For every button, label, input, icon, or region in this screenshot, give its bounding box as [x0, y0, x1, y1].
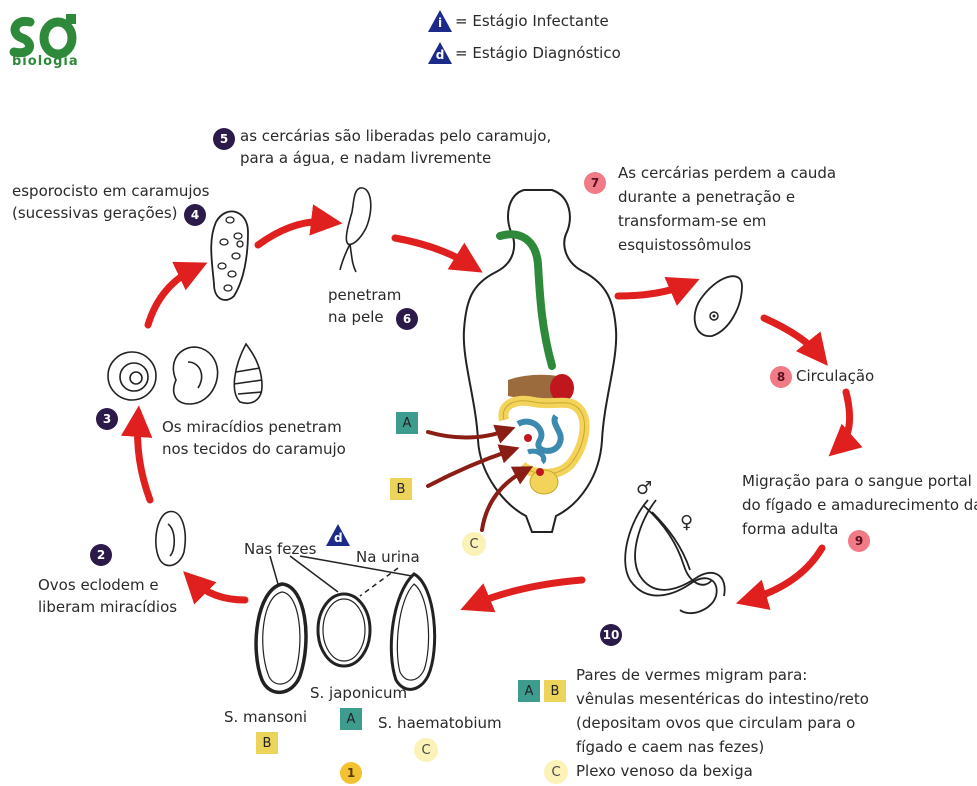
step-6-badge: 6	[396, 308, 418, 330]
male-symbol: ♂	[636, 478, 652, 500]
footnote-marker-b: B	[544, 680, 566, 702]
step-3-text-line2: nos tecidos do caramujo	[162, 438, 346, 460]
step-9-text-line1: Migração para o sangue portal	[742, 470, 972, 492]
step-4-badge: 4	[184, 204, 206, 226]
label-urine: Na urina	[356, 546, 420, 568]
step-8-text: Circulação	[796, 365, 874, 387]
step-7-badge: 7	[584, 172, 606, 194]
step-4-text-line2: (sucessivas gerações)	[12, 202, 178, 224]
step-7-text-line1: As cercárias perdem a cauda	[618, 162, 836, 184]
sporocyst-icon	[211, 211, 248, 300]
step-5-badge: 5	[213, 128, 235, 150]
footnote-line2: vênulas mesentéricas do intestino/reto	[576, 688, 869, 710]
step-4-text-line1: esporocisto em caramujos	[12, 180, 210, 202]
human-body	[464, 190, 616, 532]
step-2-text-line1: Ovos eclodem e	[38, 574, 159, 596]
infectant-symbol: i	[434, 12, 446, 34]
marker-b: B	[390, 478, 412, 500]
legend-diagnostic: = Estágio Diagnóstico	[455, 42, 621, 64]
step-7-text-line4: esquistossômulos	[618, 234, 751, 256]
legend-infectant: = Estágio Infectante	[455, 10, 609, 32]
marker-a: A	[396, 412, 418, 434]
miracidium-icon	[156, 512, 185, 566]
eggs-illustration	[256, 574, 435, 692]
step-3-badge: 3	[96, 408, 118, 430]
japonicum-marker-a: A	[340, 708, 362, 730]
footnote-line5: Plexo venoso da bexiga	[576, 760, 753, 782]
diagnostic-symbol: d	[434, 44, 446, 66]
step-2-text-line2: liberam miracídios	[38, 596, 177, 618]
step-9-badge: 9	[848, 530, 870, 552]
step-2-badge: 2	[90, 544, 112, 566]
step-5-text-line1: as cercárias são liberadas pelo caramujo…	[240, 125, 551, 147]
diagnostic-stage-symbol: d	[334, 527, 342, 549]
haematobium-marker-c: C	[414, 738, 438, 762]
label-feces: Nas fezes	[244, 538, 316, 560]
step-6-text-line2: na pele	[328, 306, 384, 328]
step-9-text-line2: do fígado e amadurecimento da	[742, 494, 977, 516]
logo-icon	[14, 14, 76, 54]
step-5-text-line2: para a água, e nadam livremente	[240, 147, 491, 169]
footnote-line1: Pares de vermes migram para:	[576, 664, 807, 686]
footnote-marker-c: C	[544, 760, 568, 784]
mansoni-marker-b: B	[256, 732, 278, 754]
label-japonicum: S. japonicum	[310, 682, 407, 704]
step-9-text-line3: forma adulta	[742, 518, 838, 540]
step-7-text-line2: durante a penetração e	[618, 186, 795, 208]
step-7-text-line3: transformam-se em	[618, 210, 766, 232]
marker-c: C	[462, 532, 486, 556]
label-mansoni: S. mansoni	[224, 706, 307, 728]
footnote-marker-a: A	[518, 680, 540, 702]
schistosomulum-icon	[695, 276, 742, 336]
footnote-line3: (depositam ovos que circulam para o	[576, 712, 855, 734]
step-1-badge: 1	[340, 762, 362, 784]
footnote-line4: fígado e caem nas fezes)	[576, 736, 764, 758]
step-8-badge: 8	[770, 366, 792, 388]
step-6-text-line1: penetram	[328, 284, 401, 306]
adult-worms-icon	[625, 500, 725, 613]
snail-shells	[108, 344, 262, 404]
cercaria-icon	[340, 188, 371, 272]
step-10-badge: 10	[600, 624, 622, 646]
step-3-text-line1: Os miracídios penetram	[162, 416, 342, 438]
female-symbol: ♀	[680, 512, 693, 534]
logo-subtitle: biologia	[12, 54, 79, 69]
label-haematobium: S. haematobium	[378, 712, 502, 734]
